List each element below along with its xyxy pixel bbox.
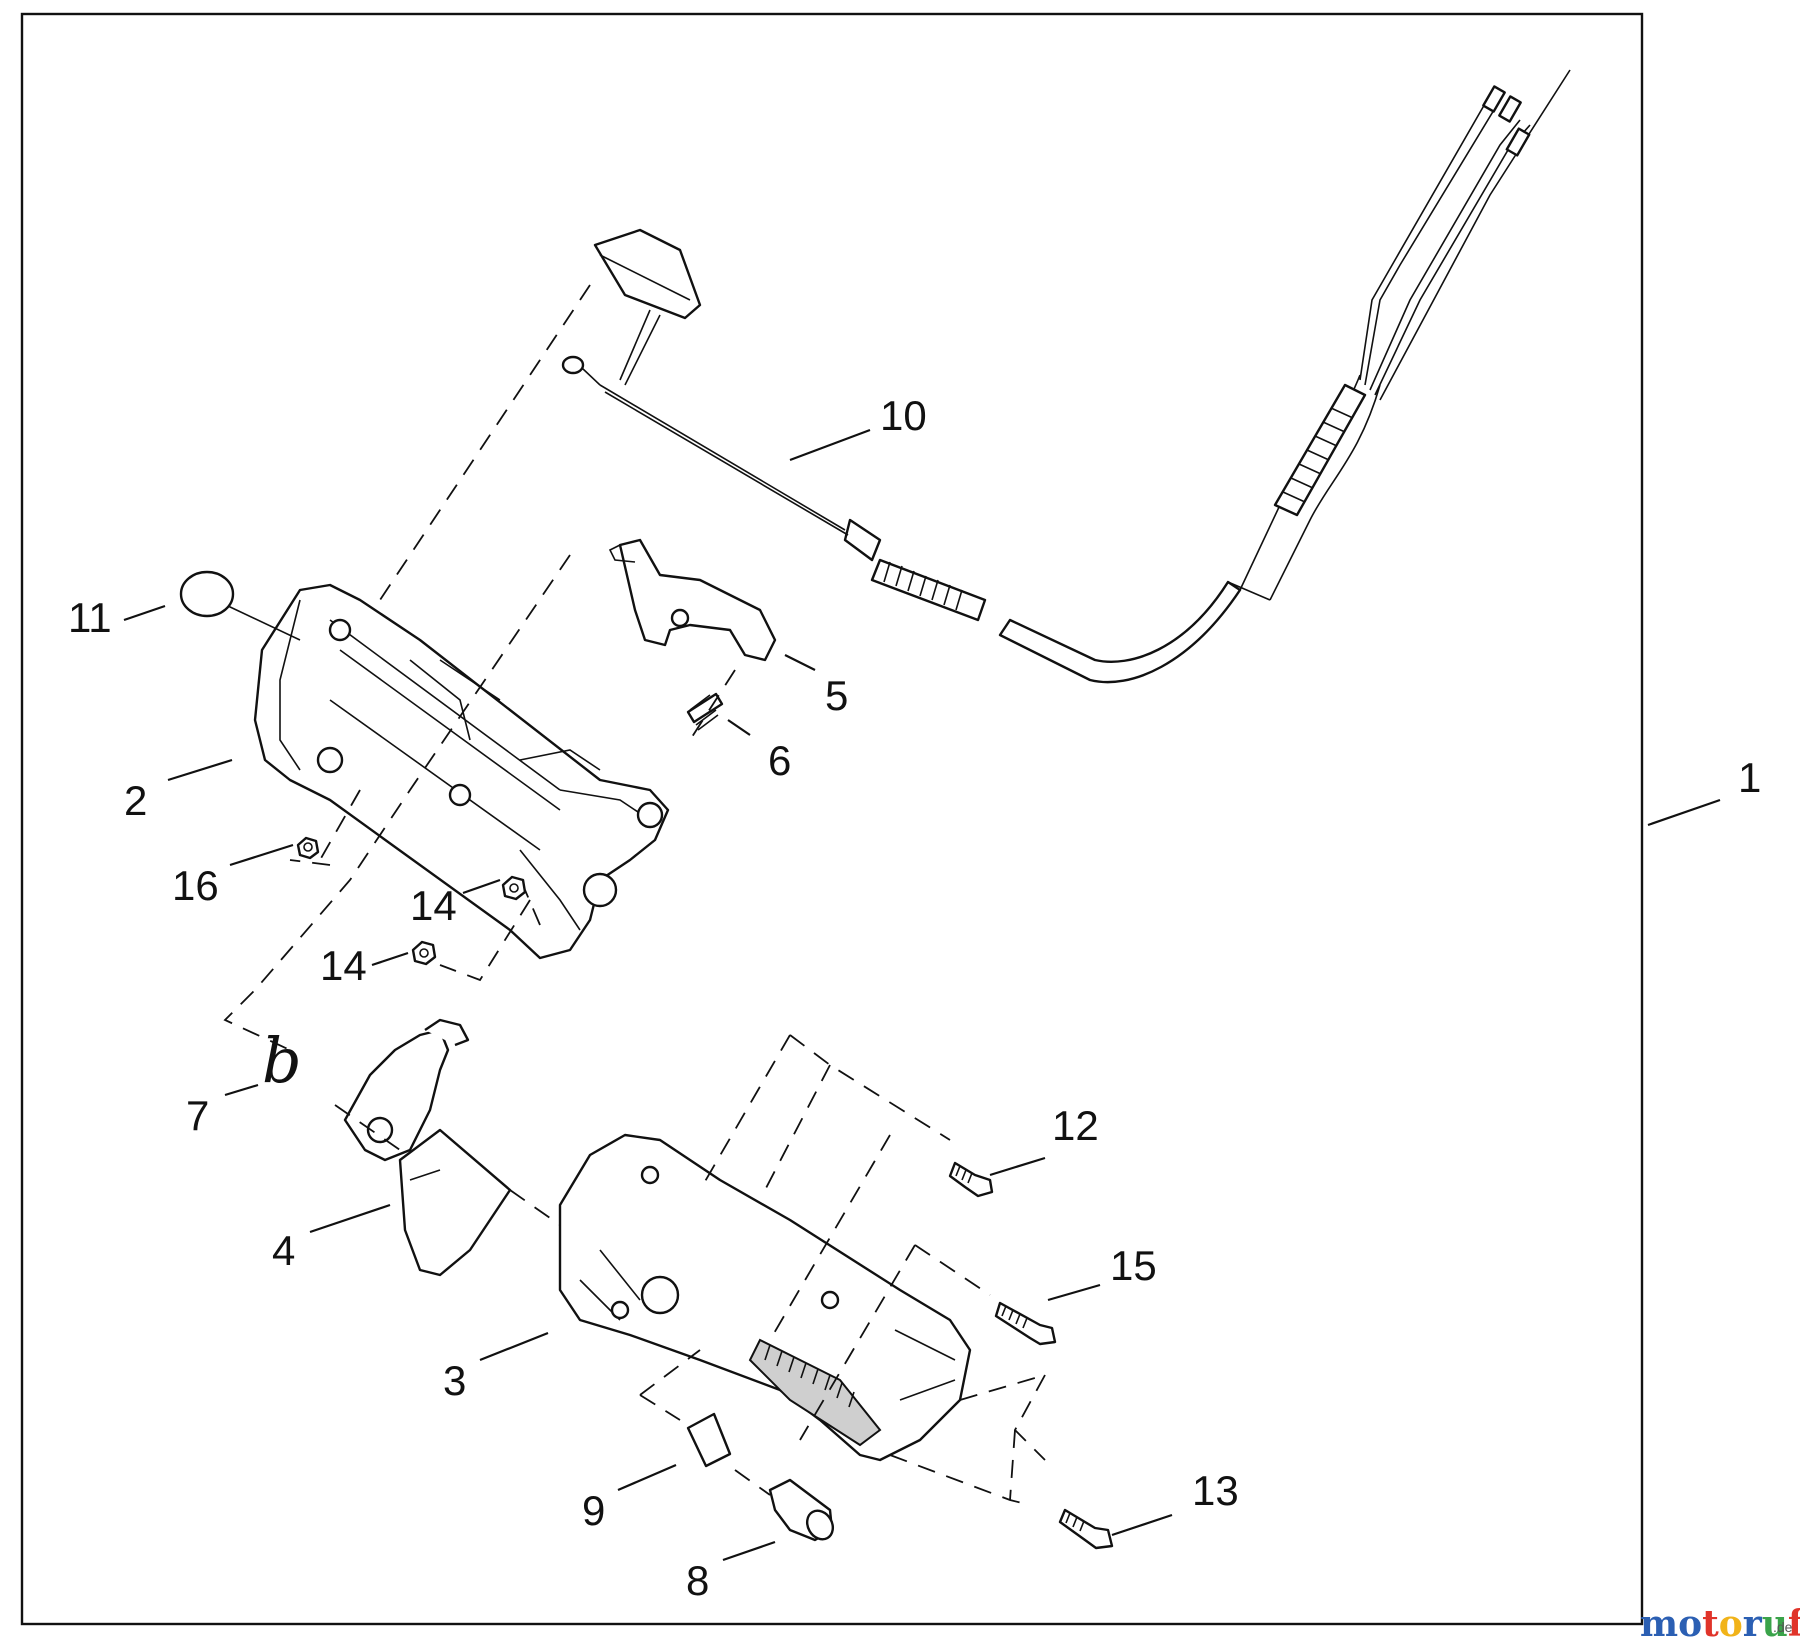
trigger-part-7 bbox=[343, 1018, 470, 1162]
motoruf-watermark: motoruf .de bbox=[1640, 1603, 1800, 1645]
callout-3: 3 bbox=[443, 1357, 466, 1404]
watermark-letter: m bbox=[1640, 1603, 1678, 1645]
callout-16: 16 bbox=[172, 862, 219, 909]
screw-part-15 bbox=[994, 1301, 1057, 1346]
assembly-dashed-lines bbox=[223, 284, 1046, 1506]
grip-part-3 bbox=[558, 1133, 972, 1462]
callout-1: 1 bbox=[1738, 754, 1761, 801]
nut-part-14-lower bbox=[411, 940, 437, 966]
callout-8: 8 bbox=[686, 1557, 709, 1604]
callout-6: 6 bbox=[768, 737, 791, 784]
watermark-logo-text: motoruf bbox=[1640, 1603, 1800, 1645]
spring-part-6 bbox=[686, 692, 724, 731]
throttle-cable-part-10 bbox=[561, 69, 1571, 684]
callout-9: 9 bbox=[582, 1487, 605, 1534]
callout-7: 7 bbox=[186, 1092, 209, 1139]
watermark-letter: t bbox=[1702, 1603, 1719, 1645]
callout-10: 10 bbox=[880, 392, 927, 439]
callout-14-lower: 14 bbox=[320, 942, 367, 989]
watermark-letter: o bbox=[1678, 1603, 1702, 1645]
watermark-letter: r bbox=[1743, 1603, 1763, 1645]
callout-14-upper: 14 bbox=[410, 882, 457, 929]
handwritten-mark: b bbox=[262, 1024, 302, 1097]
watermark-letter: o bbox=[1719, 1603, 1743, 1645]
lever-part-5 bbox=[608, 538, 777, 662]
screw-part-12 bbox=[948, 1161, 994, 1198]
spring-part-9 bbox=[686, 1412, 732, 1468]
button-part-8 bbox=[768, 1478, 835, 1542]
watermark-letter: u bbox=[1762, 1603, 1788, 1645]
callout-5: 5 bbox=[825, 672, 848, 719]
callout-12: 12 bbox=[1052, 1102, 1099, 1149]
watermark-suffix: .de bbox=[1773, 1619, 1793, 1635]
callout-11: 11 bbox=[68, 594, 112, 641]
callout-2: 2 bbox=[124, 777, 147, 824]
nut-part-16 bbox=[296, 836, 320, 860]
callout-15: 15 bbox=[1110, 1242, 1157, 1289]
leader-lines bbox=[123, 428, 1721, 1562]
diagram-frame bbox=[20, 12, 1644, 1626]
watermark-letter: f bbox=[1788, 1603, 1800, 1645]
handle-housing-part-2 bbox=[253, 583, 670, 960]
cap-part-11 bbox=[179, 570, 301, 641]
trigger-part-4 bbox=[398, 1128, 512, 1277]
callout-13: 13 bbox=[1192, 1467, 1239, 1514]
screw-part-13 bbox=[1058, 1508, 1114, 1550]
callout-4: 4 bbox=[272, 1227, 295, 1274]
